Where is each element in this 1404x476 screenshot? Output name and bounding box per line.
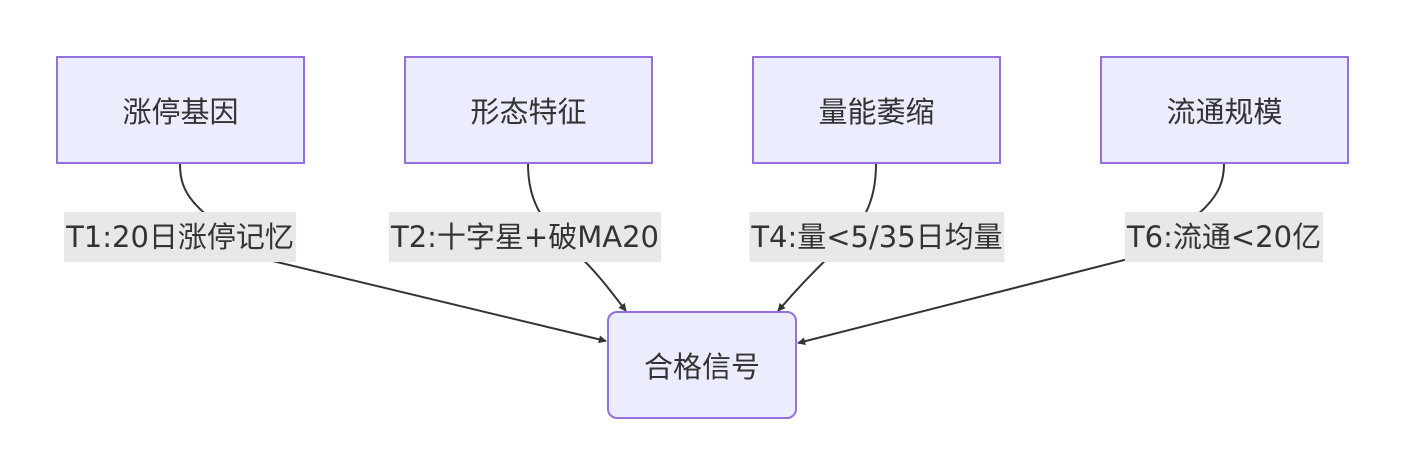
node-limit-up-gene: 涨停基因 [56, 56, 305, 164]
node-label: 量能萎缩 [818, 95, 935, 129]
edge-label-t6: T6:流通<20亿 [1124, 212, 1324, 262]
node-pattern-feature: 形态特征 [404, 56, 653, 164]
edge-label-t1: T1:20日涨停记忆 [64, 212, 296, 262]
node-label: 合格信号 [643, 350, 760, 384]
node-label: 涨停基因 [122, 95, 239, 129]
node-volume-shrink: 量能萎缩 [752, 56, 1001, 164]
node-qualified-signal: 合格信号 [607, 311, 797, 419]
edge-label-t2: T2:十字星+破MA20 [389, 212, 661, 262]
node-label: 流通规模 [1166, 95, 1283, 129]
node-float-scale: 流通规模 [1100, 56, 1349, 164]
edge-label-t4: T4:量<5/35日均量 [749, 212, 1005, 262]
node-label: 形态特征 [470, 95, 587, 129]
